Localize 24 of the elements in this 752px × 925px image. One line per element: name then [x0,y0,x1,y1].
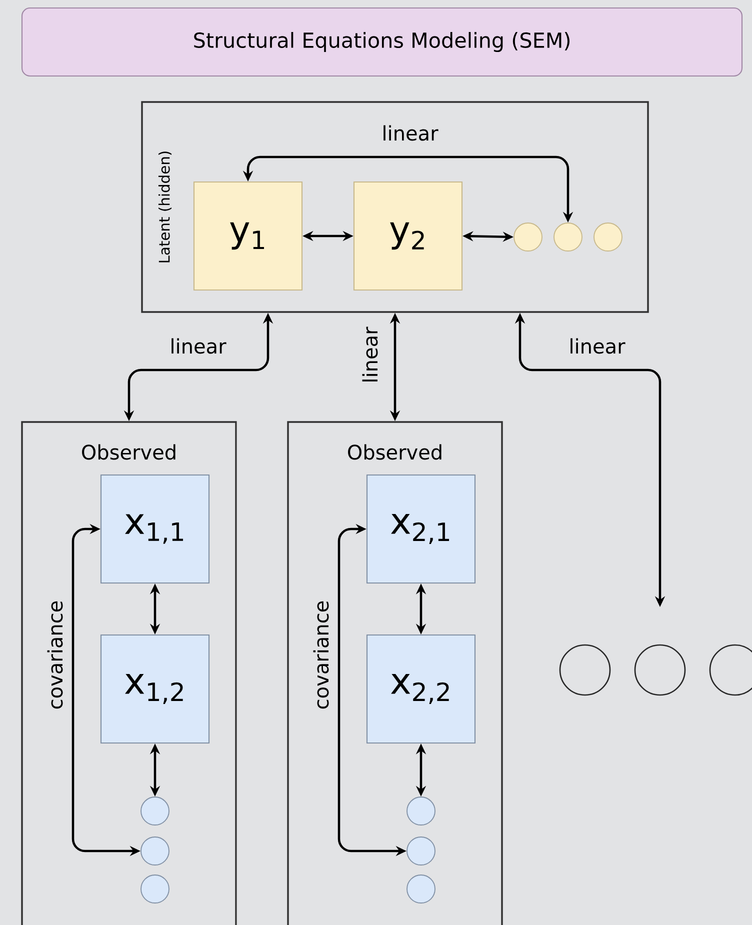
ellipsis-dot [406,836,436,866]
circle [634,644,686,696]
latent-variable-box: y$_{1}$ [193,181,303,291]
title-banner: Structural Equations Modeling (SEM) [21,7,743,77]
edge-label: linear [360,325,380,385]
observed-variable-box: x$_{2,2}$ [366,634,476,744]
ellipsis-dot [140,874,170,904]
observed-variable-box: x$_{1,1}$ [100,474,210,584]
edge-label: covariance [312,599,330,711]
ellipsis-dot [140,796,170,826]
ellipsis-dot [140,836,170,866]
ellipsis-dot [406,874,436,904]
ellipsis-dot [514,222,542,252]
circle [559,644,611,696]
ellipsis-dot [406,796,436,826]
ellipsis-dot [554,222,582,252]
observed-variable-box: x$_{1,2}$ [100,634,210,744]
edge-label: covariance [46,599,64,711]
edge-label: linear [567,336,627,356]
latent-variable-box: y$_{2}$ [353,181,463,291]
edge-label: linear [380,124,440,142]
observed-variable-box: x$_{2,1}$ [366,474,476,584]
ellipsis-dot [594,222,622,252]
edge-label: linear [168,336,228,356]
